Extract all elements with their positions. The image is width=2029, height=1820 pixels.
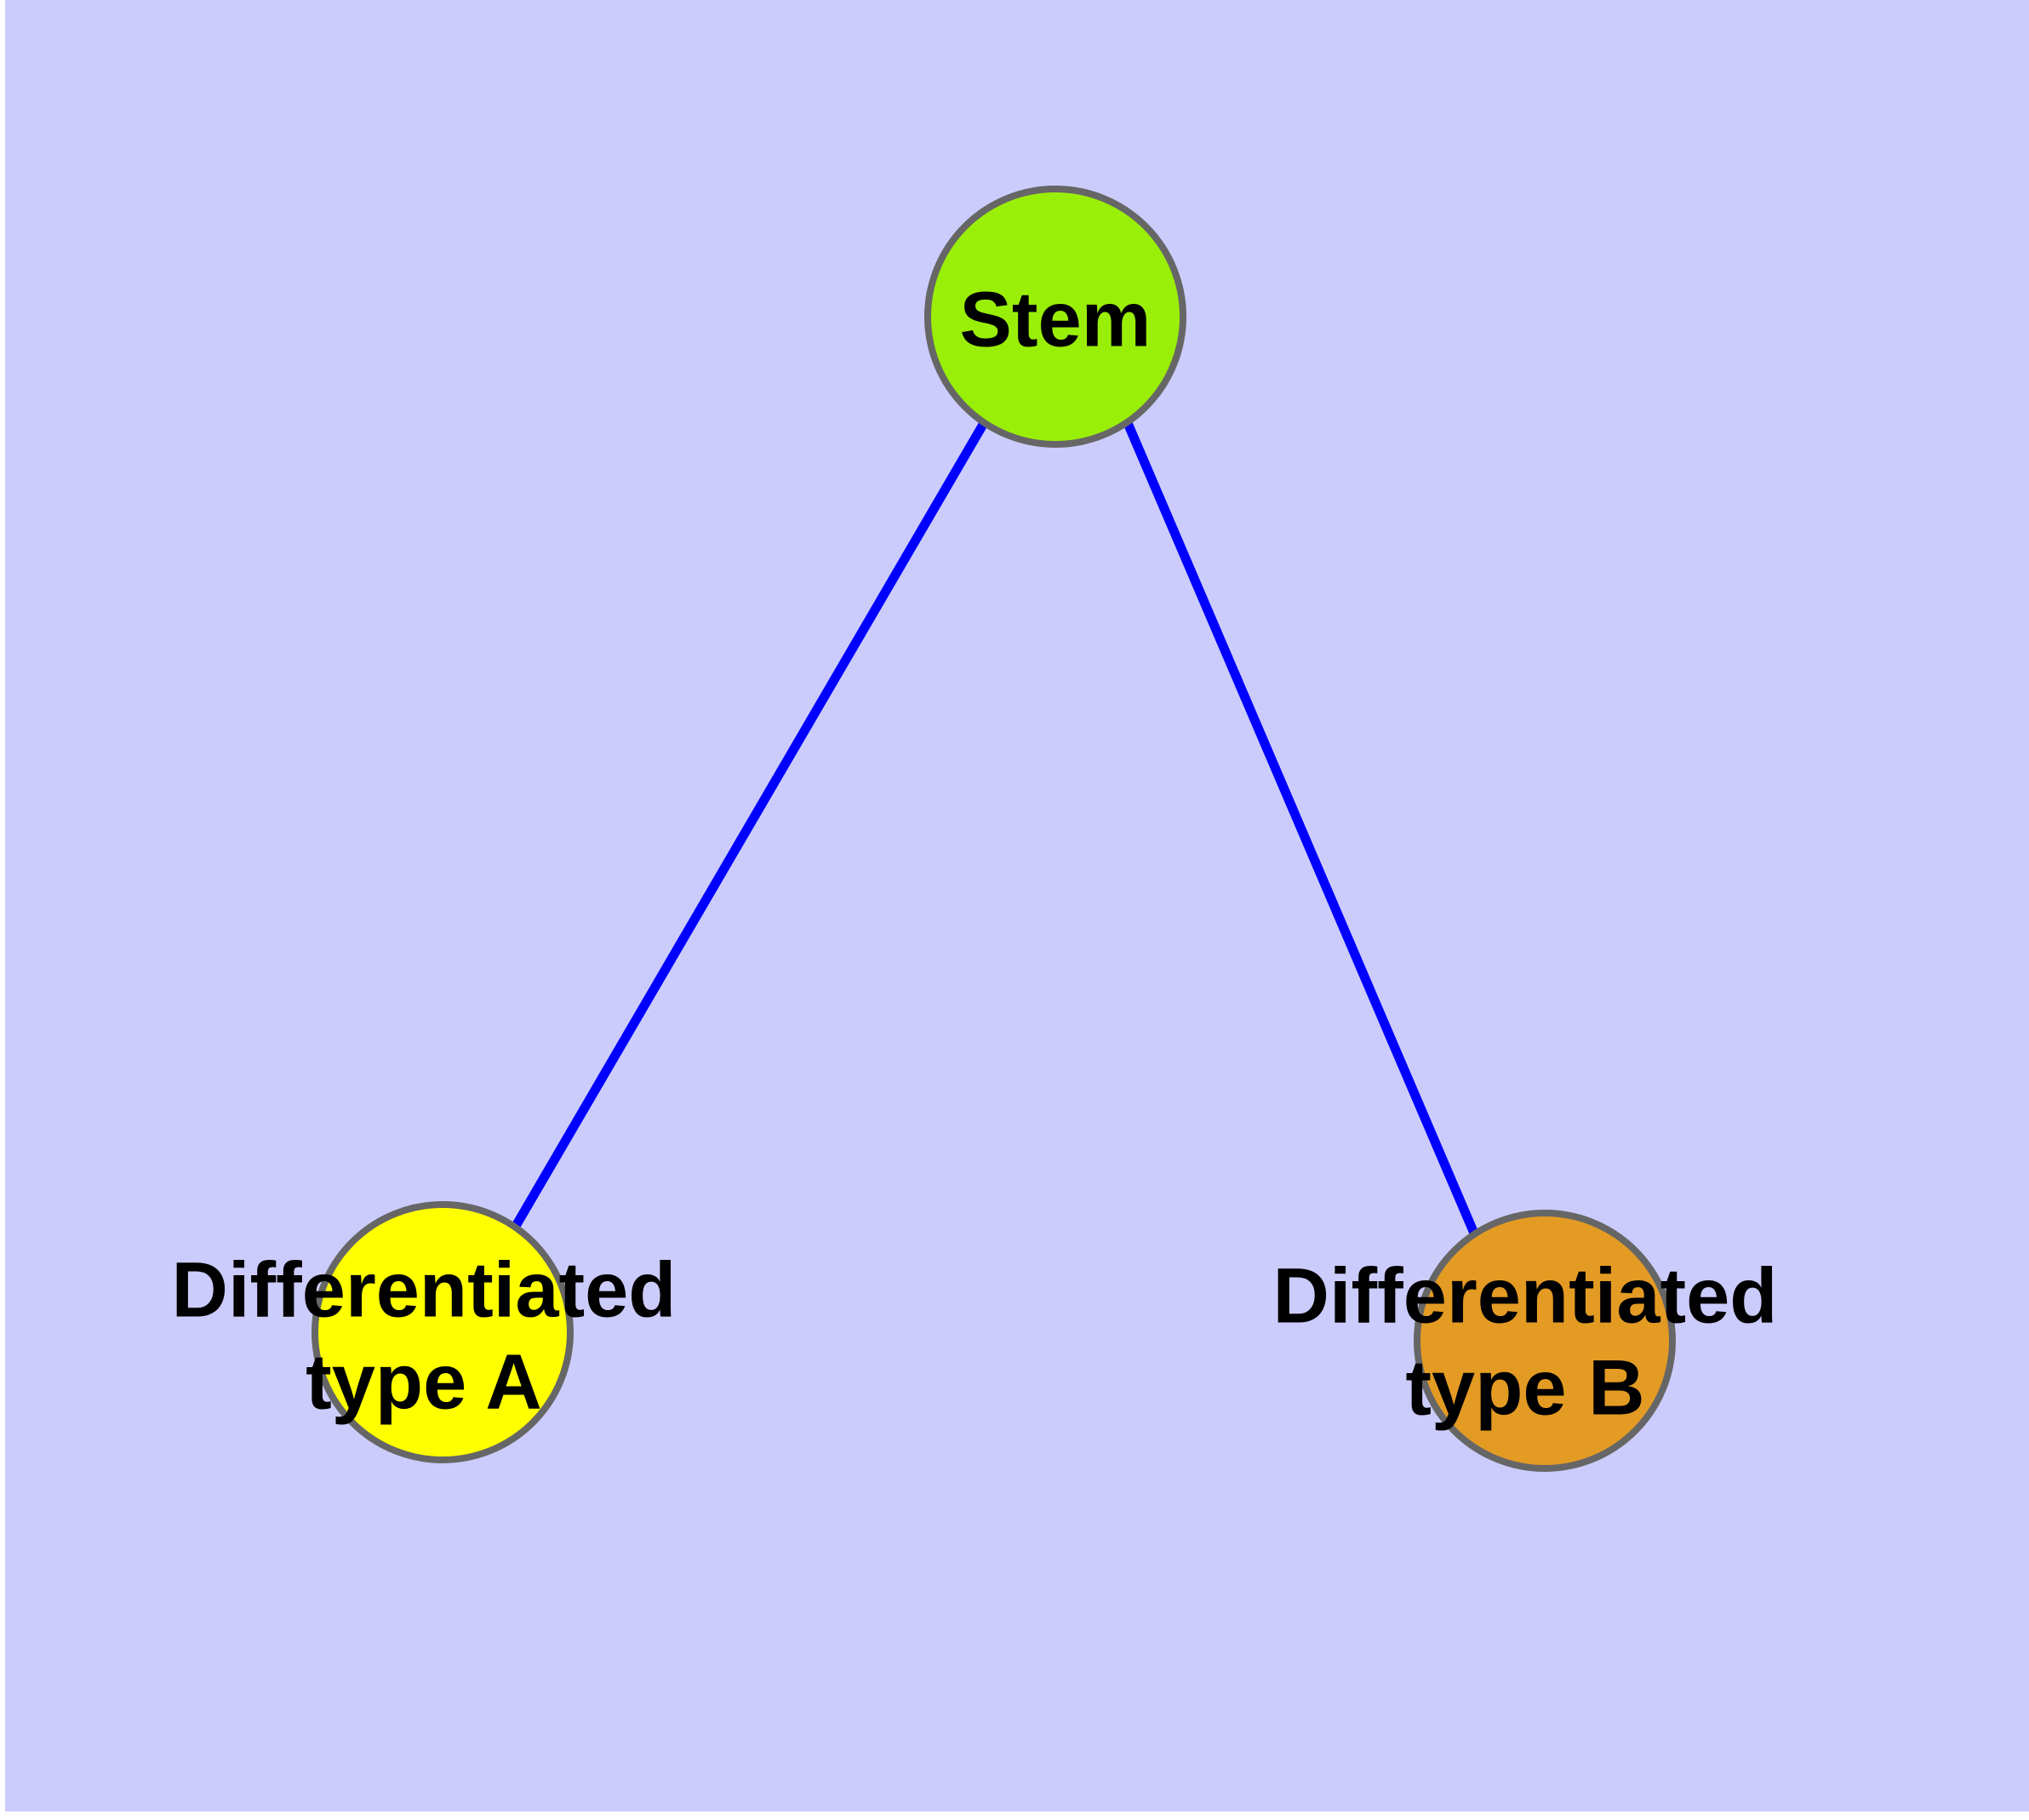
node-circle-stem[interactable] xyxy=(924,186,1186,448)
node-label-differentiated-type-a-line1: Differentiated xyxy=(172,1246,677,1333)
node-label-group-differentiated-type-a: Differentiated type A xyxy=(172,1246,677,1425)
node-label-differentiated-type-b-line2: type B xyxy=(1405,1344,1644,1431)
node-stem[interactable]: Stem xyxy=(924,186,1186,448)
node-circle-differentiated-type-a[interactable] xyxy=(311,1201,574,1463)
node-differentiated-type-b[interactable] xyxy=(1414,1210,1676,1472)
node-circle-differentiated-type-b[interactable] xyxy=(1414,1210,1676,1472)
node-label-differentiated-type-b-line1: Differentiated xyxy=(1273,1252,1778,1339)
node-differentiated-type-a[interactable] xyxy=(311,1201,574,1463)
node-label-differentiated-type-a-line2: type A xyxy=(306,1338,542,1425)
edge-stem-to-differentiated-type-a[interactable] xyxy=(511,421,988,1230)
edge-stem-to-differentiated-type-b[interactable] xyxy=(1123,421,1480,1238)
node-label-group-differentiated-type-b: Differentiated type B xyxy=(1273,1252,1778,1431)
edge-group xyxy=(511,421,1480,1238)
node-label-stem: Stem xyxy=(960,276,1152,363)
